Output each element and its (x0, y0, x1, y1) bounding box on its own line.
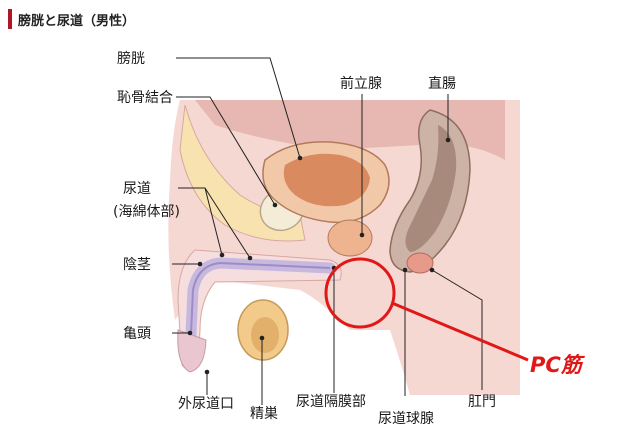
label-bladder: 膀胱 (117, 50, 145, 67)
label-anus: 肛門 (468, 394, 496, 410)
label-bulbourethral-gland: 尿道球腺 (378, 411, 434, 427)
testis-inner (251, 317, 279, 353)
label-pubic-symphysis: 恥骨結合 (117, 90, 173, 106)
bladder-inner (283, 153, 370, 207)
label-rectum: 直腸 (428, 75, 456, 92)
label-urethra-sub: (海綿体部) (113, 204, 180, 220)
anus-organ (406, 252, 434, 274)
leader-bladder (176, 57, 301, 159)
label-pc-muscle: PC筋 (530, 353, 586, 377)
diagram-title: 膀胱と尿道（男性） (18, 13, 136, 29)
prostate-organ (327, 219, 373, 257)
label-penis: 陰茎 (123, 257, 151, 273)
leader-lines (172, 57, 483, 405)
glans-organ (177, 329, 207, 373)
urethra-core (189, 261, 331, 356)
penis-shaft (177, 249, 342, 371)
leader-dots (187, 137, 451, 375)
title-accent-bar (8, 9, 12, 29)
label-prostate: 前立腺 (340, 75, 382, 92)
label-glans: 亀頭 (123, 326, 151, 342)
label-external-urethral-orifice: 外尿道口 (178, 396, 234, 412)
label-testis: 精巣 (250, 406, 278, 422)
label-urethra: 尿道 (123, 181, 151, 197)
pubic-fat (179, 104, 306, 242)
pc-muscle-pointer-line (391, 301, 529, 362)
label-membranous-urethra: 尿道隔膜部 (296, 394, 366, 410)
title-bar: 膀胱と尿道（男性） (8, 8, 135, 30)
rectum-inner (405, 125, 457, 252)
leader-urethra (178, 187, 251, 259)
leader-anus (431, 269, 483, 390)
pc-muscle-highlight-circle (324, 257, 396, 329)
leader-pubic (176, 96, 276, 206)
